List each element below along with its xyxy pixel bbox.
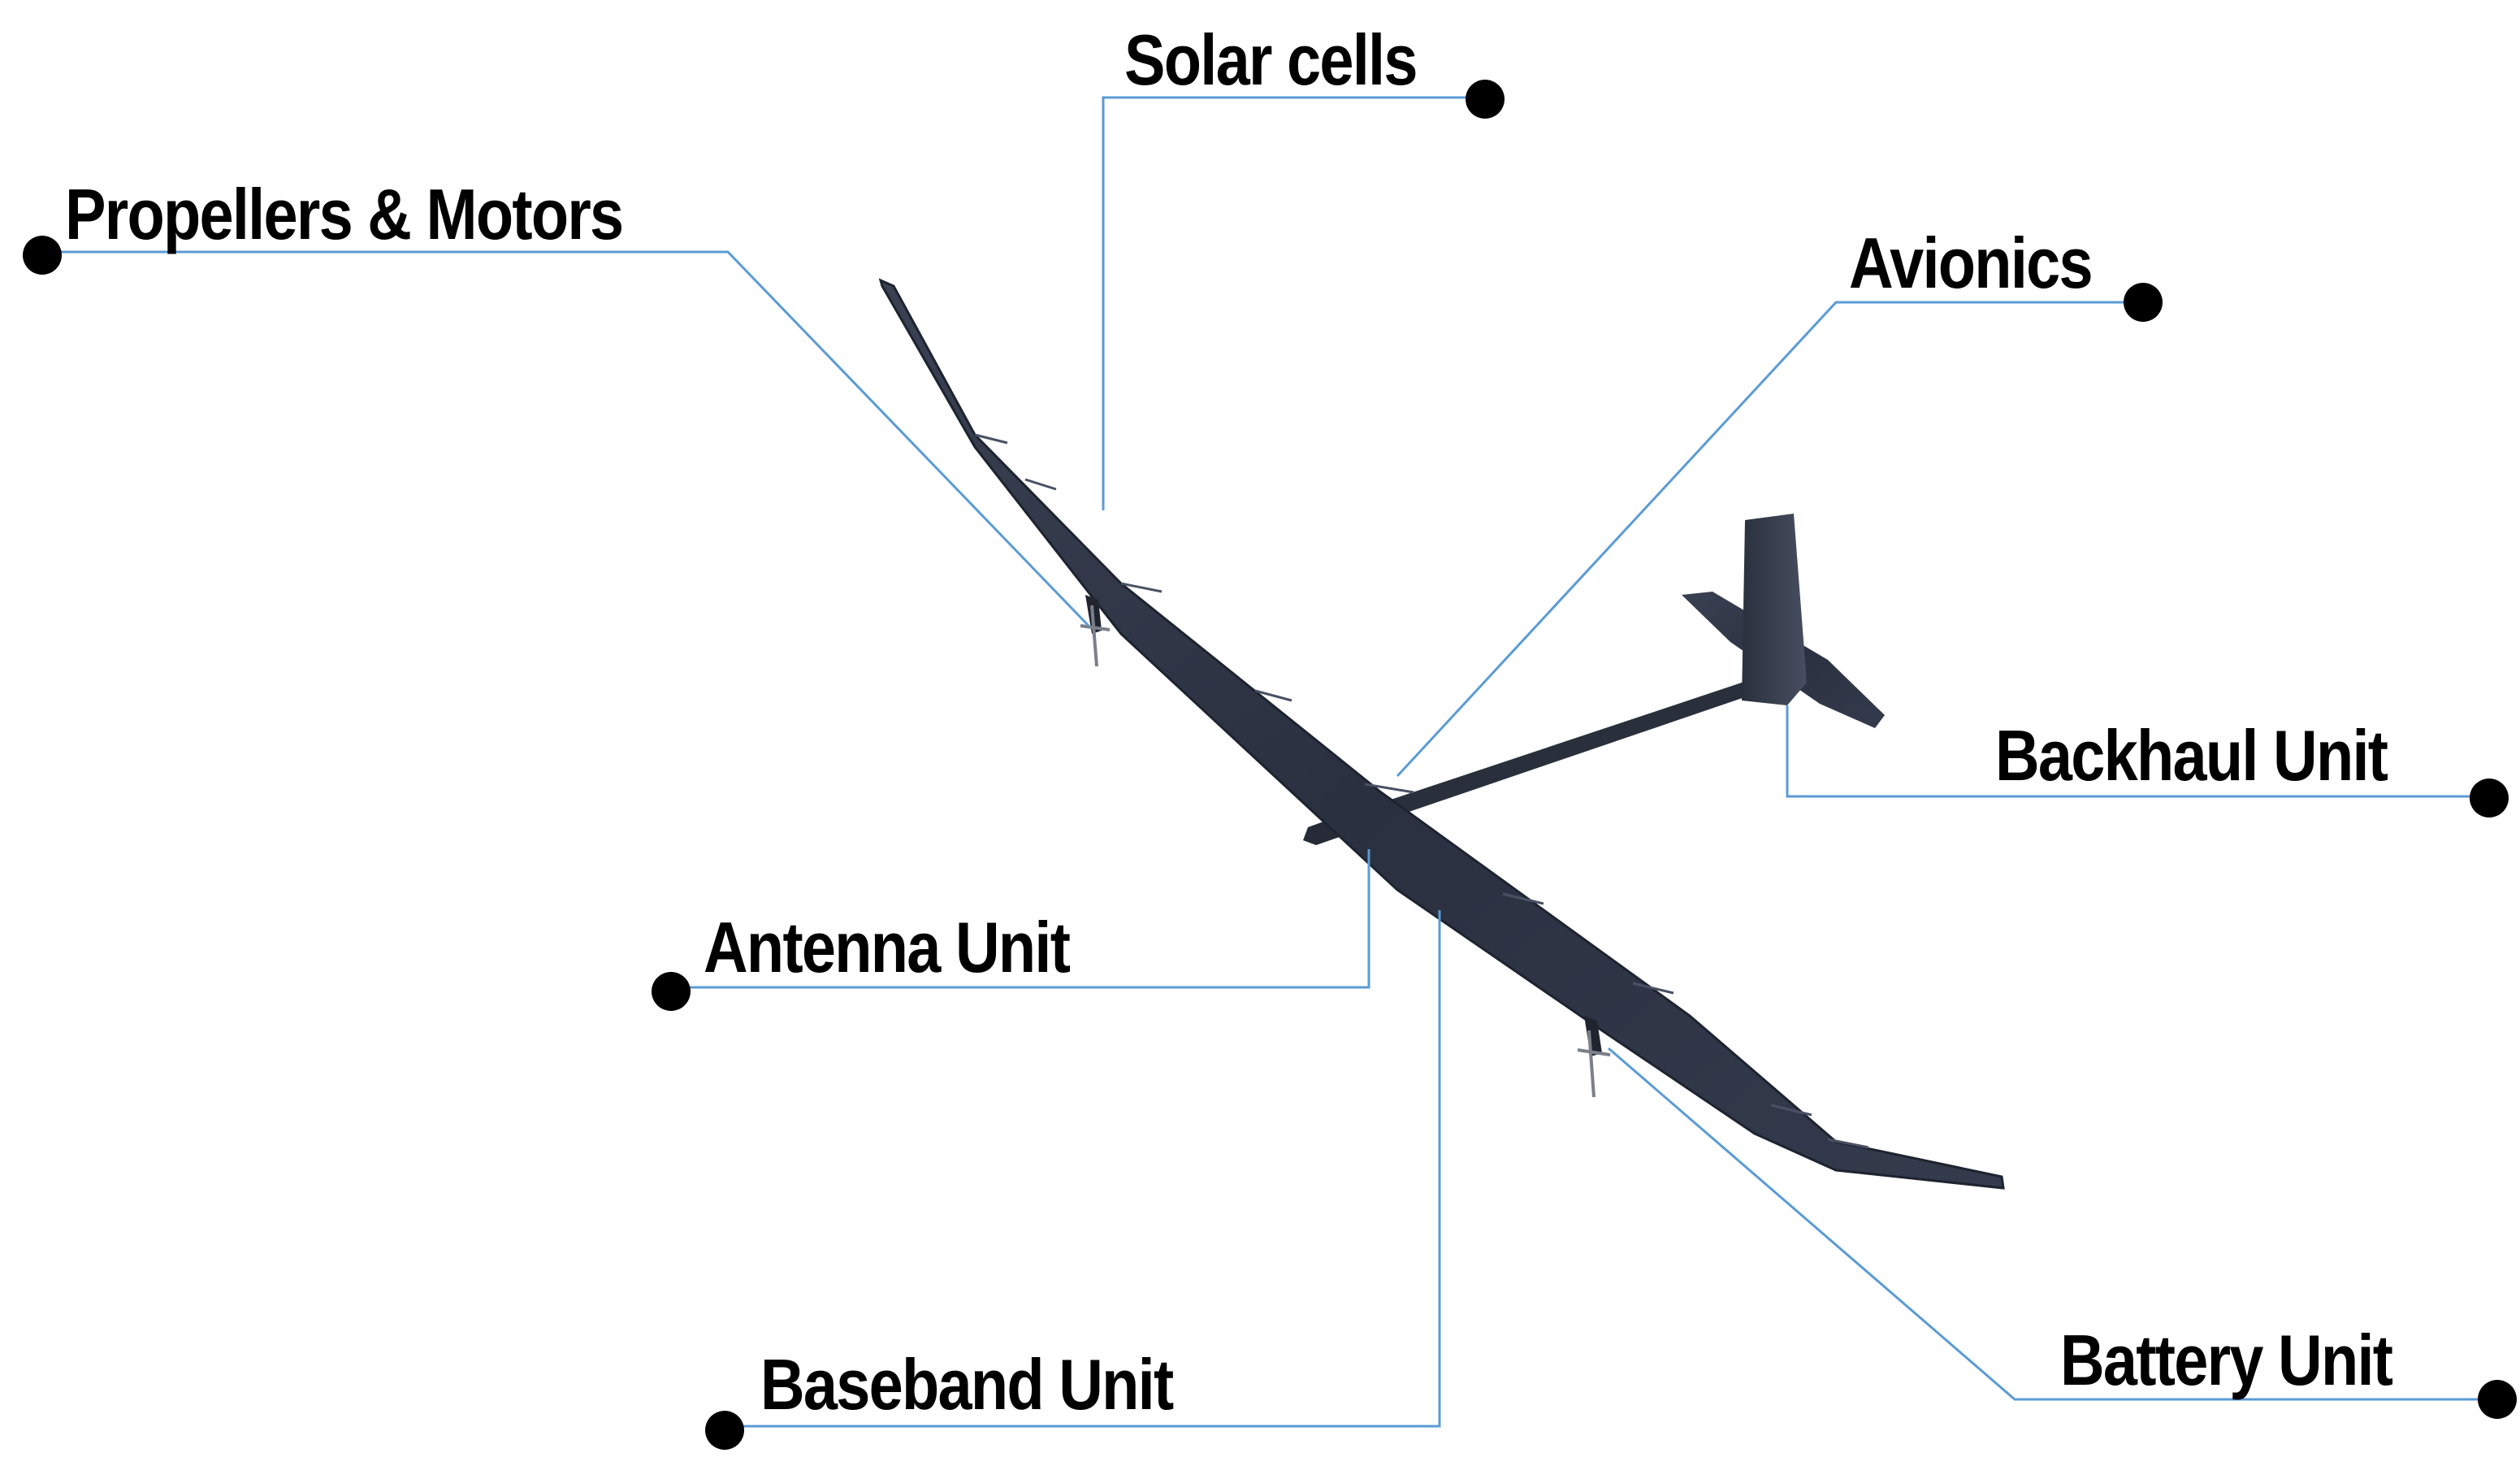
backhaul-unit-leader	[1786, 705, 2494, 798]
aircraft	[878, 278, 2005, 1190]
propellers-motors-dot	[23, 236, 62, 275]
propellers-motors-leader	[45, 250, 1090, 627]
backhaul-unit-dot	[2470, 779, 2509, 818]
avionics-leader	[1396, 301, 2145, 778]
baseband-unit-dot	[705, 1411, 744, 1450]
label-baseband-unit: Baseband Unit	[760, 1344, 1174, 1425]
label-solar-cells: Solar cells	[1124, 20, 1418, 100]
anchor-dots	[23, 80, 2517, 1450]
wing-panel-seams	[974, 433, 1869, 1149]
solar-cells-dot	[1466, 80, 1505, 119]
solar-cells-leader	[1102, 96, 1487, 510]
tail-boom	[1308, 665, 1802, 844]
label-backhaul-unit: Backhaul Unit	[1995, 715, 2388, 796]
right-propeller-motor	[1577, 1016, 1611, 1098]
vertical-fin	[1742, 514, 1807, 705]
avionics-dot	[2124, 283, 2163, 322]
antenna-unit-leader	[674, 849, 1370, 989]
battery-unit-leader	[1608, 1047, 2502, 1401]
battery-unit-dot	[2478, 1380, 2517, 1419]
label-avionics: Avionics	[1849, 223, 2094, 303]
leader-lines	[45, 96, 2502, 1428]
baseband-unit-leader	[728, 910, 1441, 1428]
label-antenna-unit: Antenna Unit	[704, 907, 1071, 987]
label-battery-unit: Battery Unit	[2060, 1320, 2393, 1400]
main-wing	[878, 278, 2005, 1190]
left-propeller-motor	[1080, 595, 1111, 667]
label-propellers-motors: Propellers & Motors	[65, 174, 624, 254]
antenna-unit-dot	[652, 972, 691, 1011]
